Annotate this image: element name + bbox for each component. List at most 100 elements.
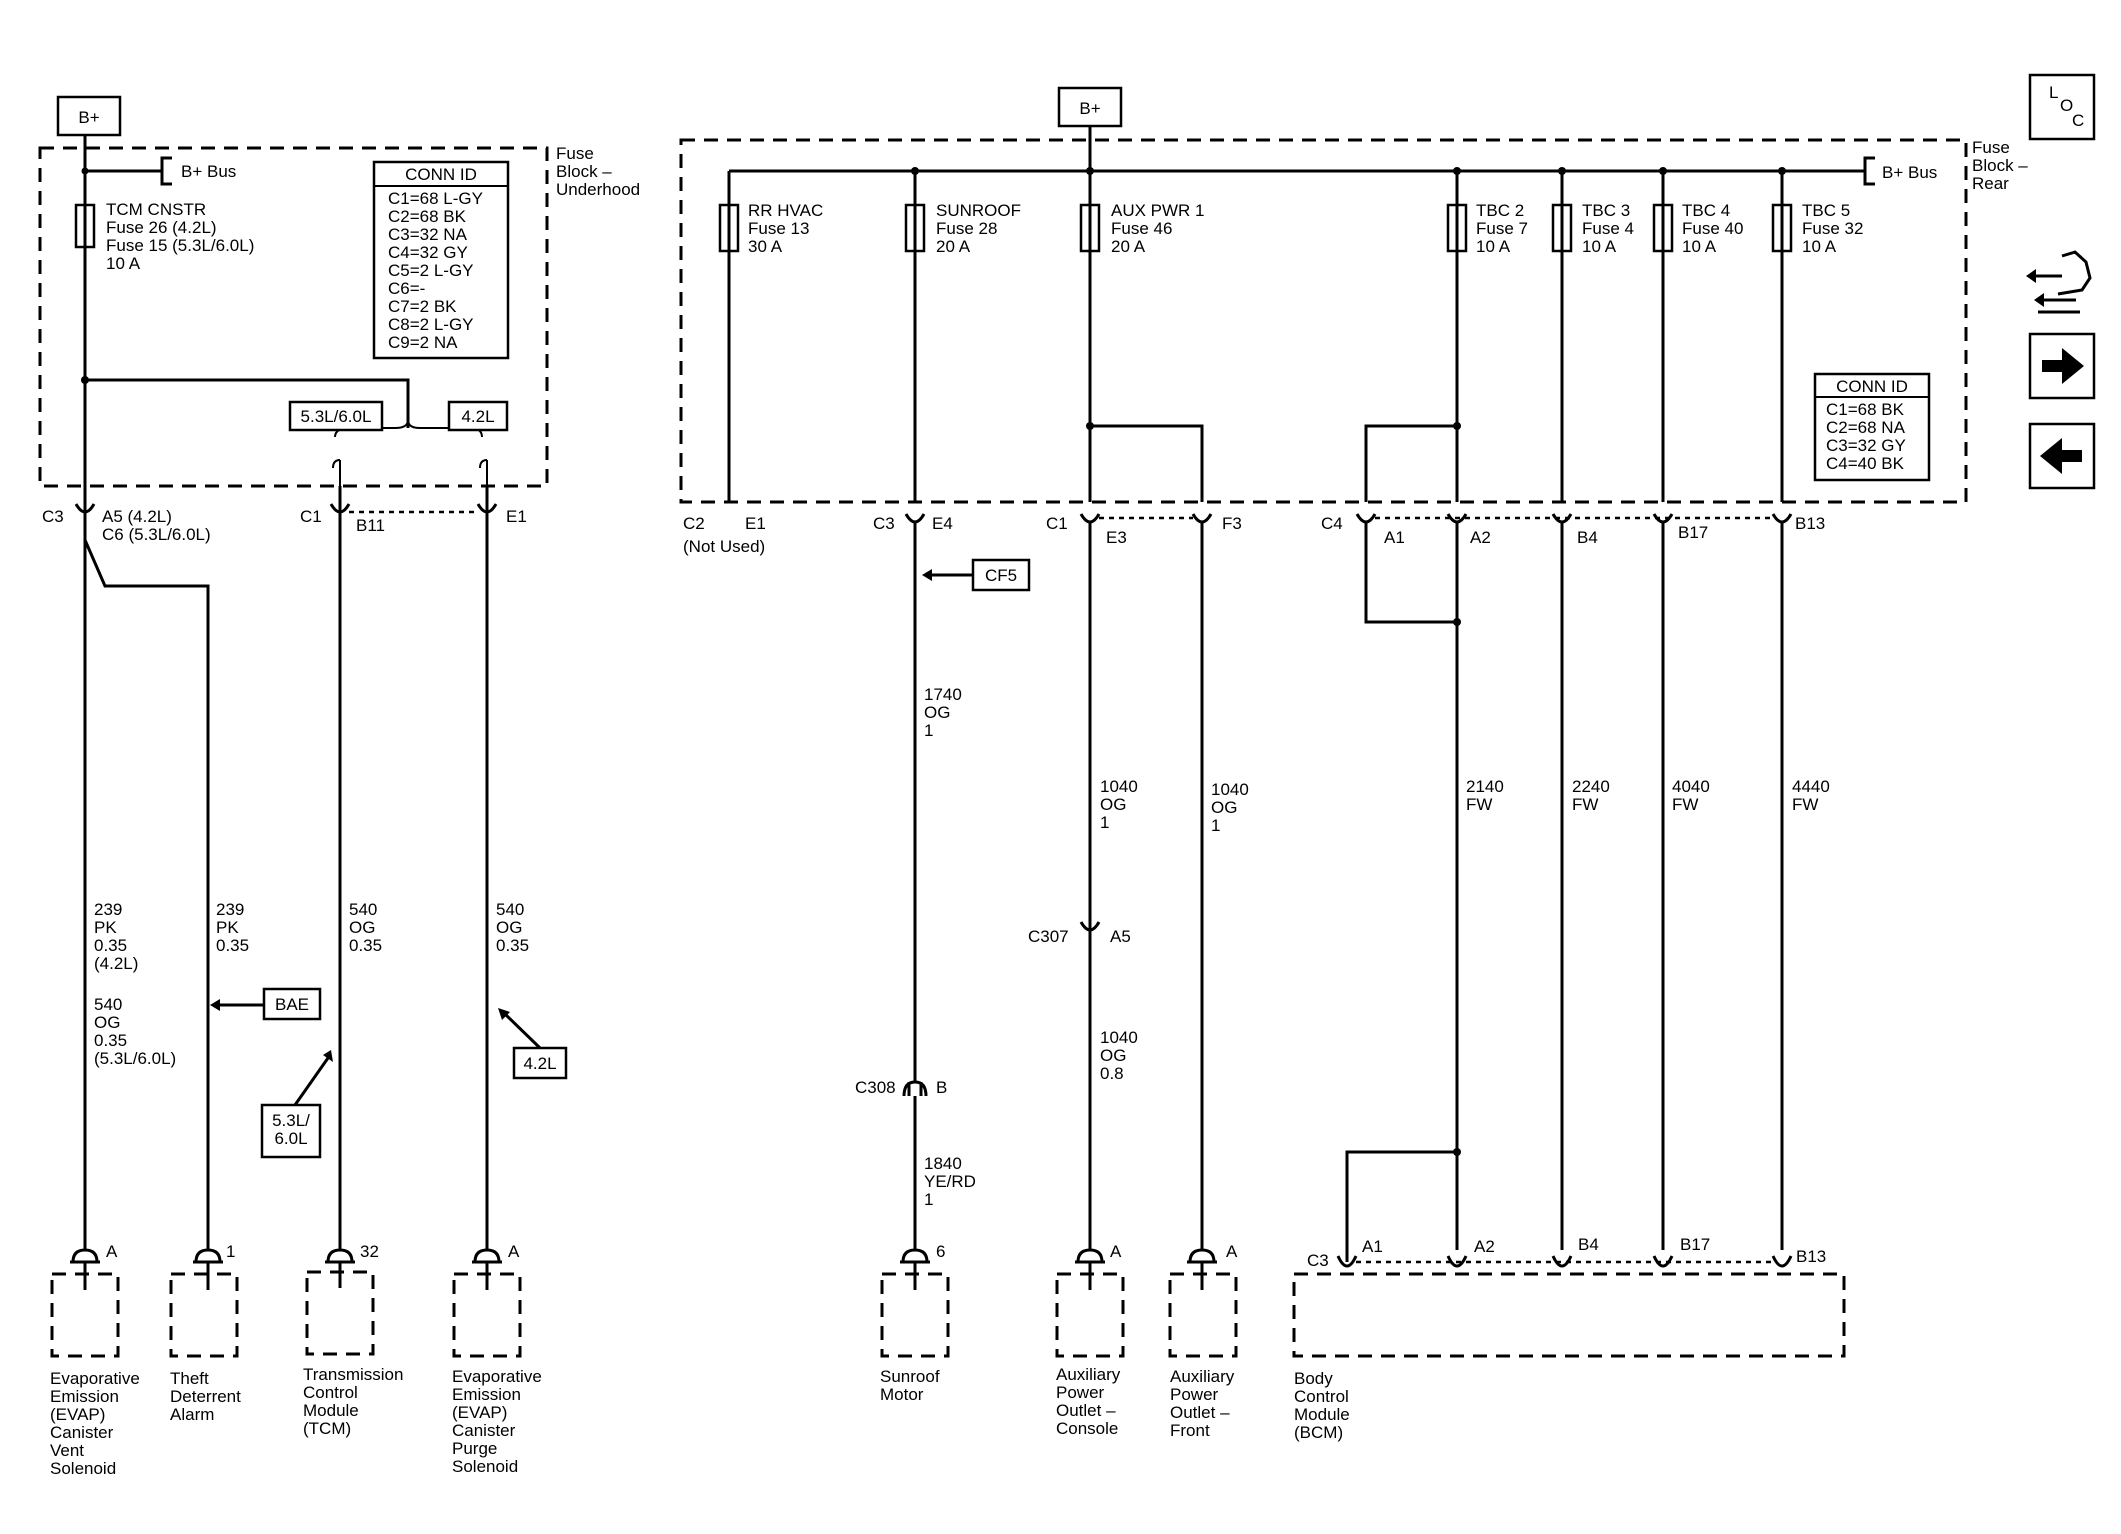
- svg-text:Front: Front: [1170, 1421, 1210, 1440]
- svg-text:OG: OG: [1211, 798, 1237, 817]
- tbc2-jumper: [1364, 424, 1457, 502]
- svg-text:O: O: [2060, 96, 2073, 115]
- svg-text:Vent: Vent: [50, 1441, 84, 1460]
- underhood-conn-id-table: CONN ID C1=68 L-GY C2=68 BK C3=32 NA C4=…: [372, 160, 510, 360]
- svg-text:Control: Control: [303, 1383, 358, 1402]
- next-page-arrow-icon[interactable]: [2028, 332, 2096, 400]
- wire-label-4440-fw: 4440 FW: [1792, 777, 1830, 814]
- svg-text:5.3L/: 5.3L/: [272, 1111, 310, 1130]
- svg-text:4440: 4440: [1792, 777, 1830, 796]
- svg-text:Outlet –: Outlet –: [1170, 1403, 1230, 1422]
- evap-purge-solenoid: A Evaporative Emission (EVAP) Canister P…: [452, 1242, 542, 1476]
- svg-text:Underhood: Underhood: [556, 180, 640, 199]
- inline-connector-c307: C307 A5: [1028, 912, 1131, 946]
- svg-text:Block –: Block –: [556, 162, 612, 181]
- svg-text:Auxiliary: Auxiliary: [1170, 1367, 1235, 1386]
- svg-text:C6 (5.3L/6.0L): C6 (5.3L/6.0L): [102, 525, 211, 544]
- underhood-c3-label: C3: [42, 507, 64, 526]
- svg-text:Control: Control: [1294, 1387, 1349, 1406]
- svg-text:Emission: Emission: [452, 1385, 521, 1404]
- svg-text:E3: E3: [1106, 528, 1127, 547]
- svg-text:C: C: [2072, 111, 2084, 130]
- svg-text:Body: Body: [1294, 1369, 1333, 1388]
- rear-c1-label: C1: [1046, 514, 1068, 533]
- svg-text:Fuse 26 (4.2L): Fuse 26 (4.2L): [106, 218, 217, 237]
- svg-text:0.35: 0.35: [216, 936, 249, 955]
- connector-end-view-icon[interactable]: [2026, 250, 2092, 314]
- svg-text:Solenoid: Solenoid: [50, 1459, 116, 1478]
- wire-label-540-og-c: 540 OG 0.35: [496, 900, 529, 955]
- bplus-label-right: B+: [1079, 99, 1100, 118]
- svg-text:E1: E1: [506, 507, 527, 526]
- svg-text:Fuse 15 (5.3L/6.0L): Fuse 15 (5.3L/6.0L): [106, 236, 254, 255]
- bplus-label-left: B+: [78, 108, 99, 127]
- svg-text:540: 540: [94, 995, 122, 1014]
- svg-text:A1: A1: [1384, 528, 1405, 547]
- option-box-53l: [288, 400, 384, 432]
- svg-text:20 A: 20 A: [1111, 237, 1146, 256]
- svg-text:SUNROOF: SUNROOF: [936, 201, 1021, 220]
- svg-text:B4: B4: [1578, 1235, 1599, 1254]
- fuse-tbc-4: TBC 4 Fuse 40 10 A: [1652, 171, 1743, 502]
- svg-text:C307: C307: [1028, 927, 1069, 946]
- svg-text:OG: OG: [924, 703, 950, 722]
- svg-text:Fuse: Fuse: [556, 144, 594, 163]
- svg-text:239: 239: [94, 900, 122, 919]
- svg-text:C2=68 NA: C2=68 NA: [1826, 418, 1906, 437]
- svg-text:0.35: 0.35: [94, 936, 127, 955]
- svg-text:30 A: 30 A: [748, 237, 783, 256]
- wire-label-540-og-a: 540 OG 0.35 (5.3L/6.0L): [94, 995, 176, 1068]
- theft-deterrent-alarm: 1 Theft Deterrent Alarm: [169, 1242, 241, 1424]
- svg-text:10 A: 10 A: [1802, 237, 1837, 256]
- location-icon[interactable]: L O C: [2028, 73, 2096, 141]
- svg-text:1040: 1040: [1100, 777, 1138, 796]
- svg-text:1: 1: [924, 721, 933, 740]
- svg-text:Theft: Theft: [170, 1369, 209, 1388]
- svg-text:Fuse: Fuse: [1972, 138, 2010, 157]
- svg-text:Fuse 13: Fuse 13: [748, 219, 809, 238]
- svg-text:4040: 4040: [1672, 777, 1710, 796]
- svg-text:RR HVAC: RR HVAC: [748, 201, 823, 220]
- svg-text:239: 239: [216, 900, 244, 919]
- svg-text:0.35: 0.35: [94, 1031, 127, 1050]
- svg-text:C1=68 L-GY: C1=68 L-GY: [388, 189, 483, 208]
- bplus-box-left: [56, 95, 122, 137]
- svg-text:0.8: 0.8: [1100, 1064, 1124, 1083]
- svg-text:C4=40 BK: C4=40 BK: [1826, 454, 1905, 473]
- svg-text:A2: A2: [1474, 1237, 1495, 1256]
- inline-connector-c308: C308 B: [855, 1078, 947, 1097]
- transmission-control-module: 32 Transmission Control Module (TCM): [303, 1242, 403, 1438]
- svg-text:B4: B4: [1577, 528, 1598, 547]
- svg-text:Fuse 28: Fuse 28: [936, 219, 997, 238]
- fuse-rr-hvac: RR HVAC Fuse 13 30 A: [718, 201, 823, 256]
- svg-text:C1=68 BK: C1=68 BK: [1826, 400, 1905, 419]
- wire-label-1040-og-b: 1040 OG 0.8: [1100, 1028, 1138, 1083]
- svg-text:Purge: Purge: [452, 1439, 497, 1458]
- aux-power-outlet-console: A Auxiliary Power Outlet – Console: [1055, 1242, 1125, 1438]
- svg-text:Fuse 4: Fuse 4: [1582, 219, 1634, 238]
- ref-53l-60l-arrow[interactable]: 5.3L/ 6.0L: [260, 1050, 333, 1159]
- svg-text:C4=32 GY: C4=32 GY: [388, 243, 468, 262]
- svg-text:10 A: 10 A: [1476, 237, 1511, 256]
- svg-text:TBC 4: TBC 4: [1682, 201, 1730, 220]
- svg-text:Module: Module: [303, 1401, 359, 1420]
- previous-page-arrow-icon[interactable]: [2028, 422, 2096, 490]
- svg-text:PK: PK: [94, 918, 117, 937]
- svg-text:A1: A1: [1362, 1237, 1383, 1256]
- rear-c3-label: C3: [873, 514, 895, 533]
- svg-text:32: 32: [360, 1242, 379, 1261]
- svg-text:C9=2 NA: C9=2 NA: [388, 333, 458, 352]
- ref-42l-arrow[interactable]: 4.2L: [498, 1008, 568, 1080]
- ref-cf5-arrow[interactable]: CF5: [922, 558, 1031, 592]
- ref-bae-arrow[interactable]: BAE: [210, 987, 322, 1021]
- aux-pwr-jumper: [1090, 424, 1204, 502]
- svg-text:540: 540: [496, 900, 524, 919]
- svg-text:Fuse 46: Fuse 46: [1111, 219, 1172, 238]
- rear-block-label: Fuse Block – Rear: [1972, 138, 2028, 193]
- svg-text:A: A: [1110, 1242, 1122, 1261]
- svg-text:Fuse 40: Fuse 40: [1682, 219, 1743, 238]
- wire-label-4040-fw: 4040 FW: [1672, 777, 1710, 814]
- svg-text:FW: FW: [1672, 795, 1698, 814]
- svg-text:TCM CNSTR: TCM CNSTR: [106, 200, 206, 219]
